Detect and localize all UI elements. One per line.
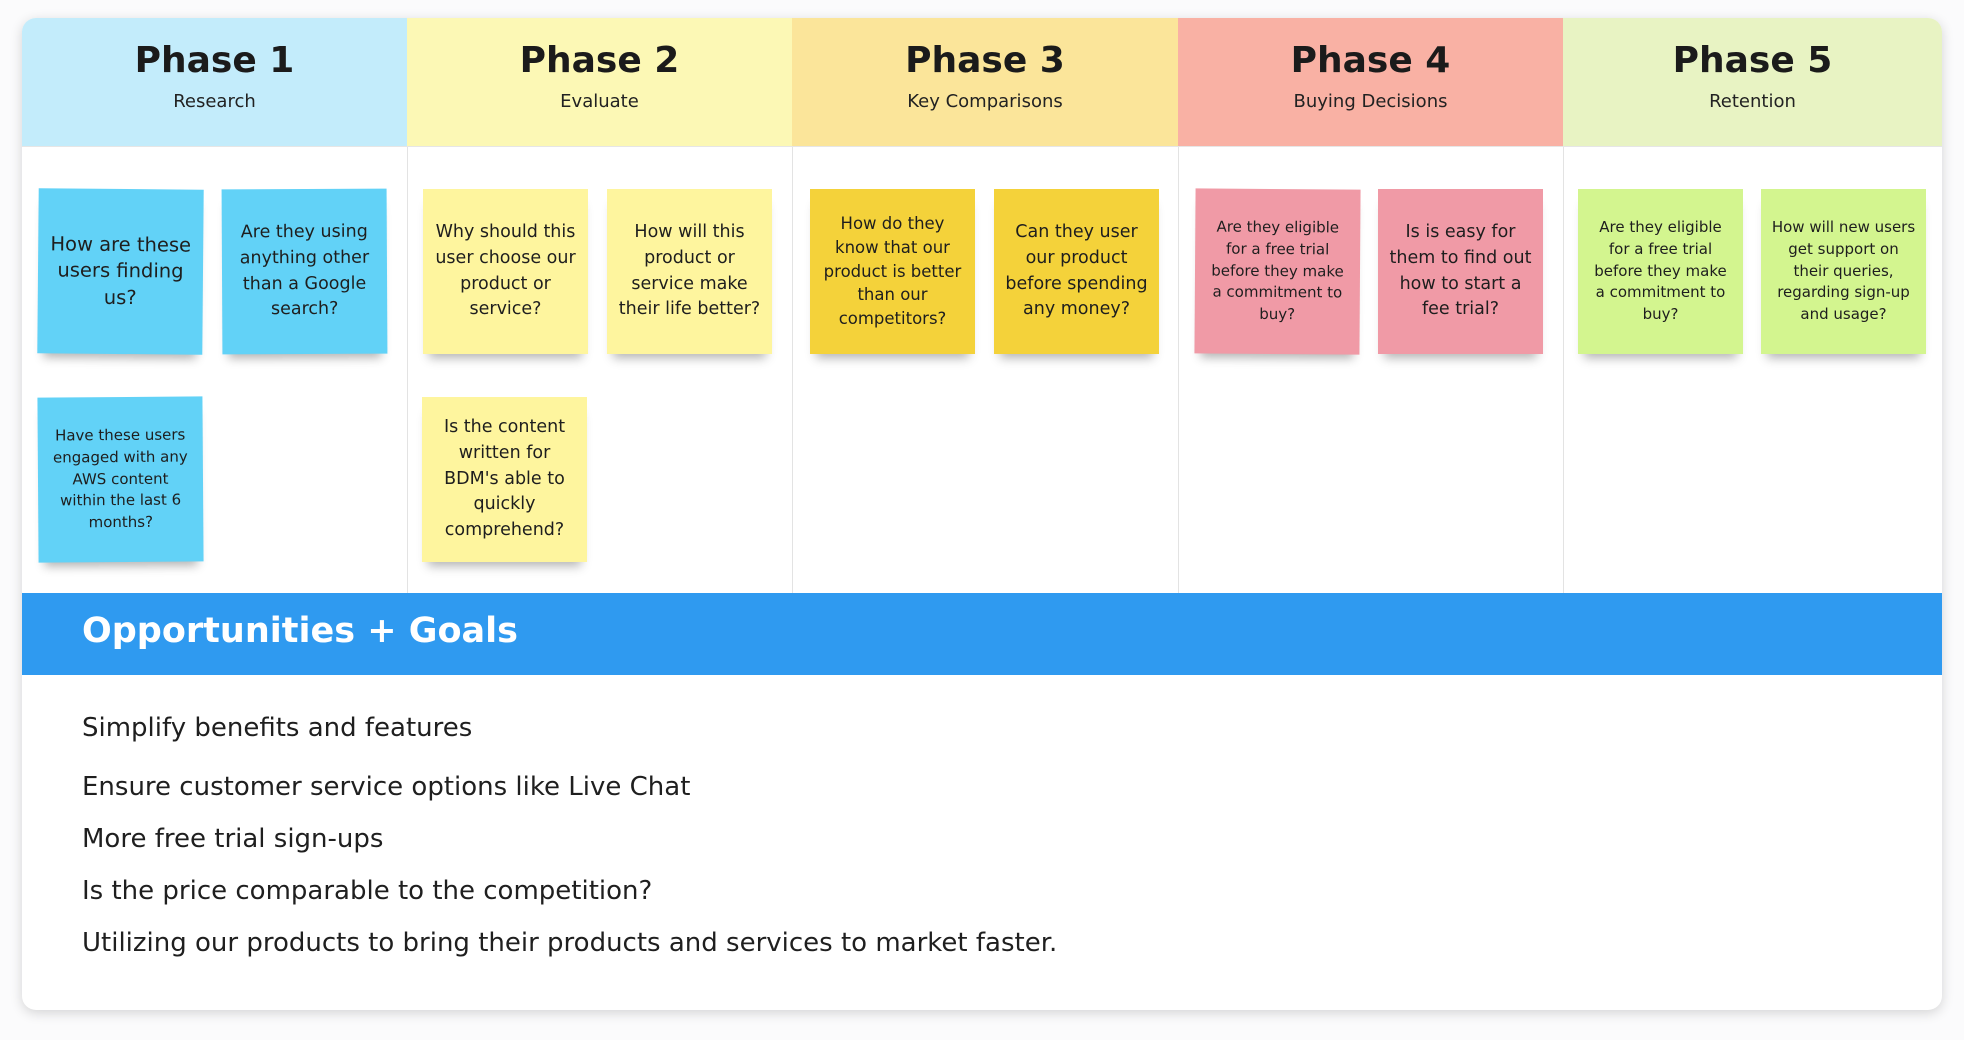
phase-header-1: Phase 1 Research (22, 18, 407, 147)
phase-column-2: Phase 2 Evaluate Why should this user ch… (407, 18, 793, 593)
goal-item: More free trial sign-ups (82, 824, 384, 854)
phase-subtitle: Evaluate (560, 91, 639, 112)
phase-subtitle: Key Comparisons (907, 91, 1063, 112)
phase-subtitle: Research (173, 91, 256, 112)
opportunities-header: Opportunities + Goals (22, 593, 1942, 675)
phase-column-4: Phase 4 Buying Decisions Are they eligib… (1178, 18, 1564, 593)
sticky-note[interactable]: Are they eligible for a free trial befor… (1194, 188, 1361, 355)
phase-header-4: Phase 4 Buying Decisions (1178, 18, 1563, 147)
phase-title: Phase 2 (519, 40, 680, 81)
sticky-note[interactable]: Is is easy for them to find out how to s… (1378, 189, 1543, 354)
sticky-note[interactable]: How do they know that our product is bet… (810, 189, 975, 354)
goal-item: Simplify benefits and features (82, 713, 473, 743)
phase-header-2: Phase 2 Evaluate (407, 18, 792, 147)
sticky-note[interactable]: Are they using anything other than a Goo… (221, 188, 388, 355)
sticky-note[interactable]: Have these users engaged with any AWS co… (37, 396, 204, 563)
goal-item: Ensure customer service options like Liv… (82, 772, 691, 802)
sticky-note[interactable]: Are they eligible for a free trial befor… (1578, 189, 1743, 354)
phase-column-3: Phase 3 Key Comparisons How do they know… (792, 18, 1179, 593)
sticky-note[interactable]: How are these users finding us? (37, 188, 204, 355)
sticky-note[interactable]: Is the content written for BDM's able to… (422, 397, 587, 562)
goal-item: Is the price comparable to the competiti… (82, 876, 653, 906)
sticky-note[interactable]: Why should this user choose our product … (423, 189, 588, 354)
phase-column-1: Phase 1 Research How are these users fin… (22, 18, 408, 593)
sticky-note[interactable]: How will new users get support on their … (1761, 189, 1926, 354)
sticky-note[interactable]: How will this product or service make th… (607, 189, 772, 354)
phase-subtitle: Retention (1709, 91, 1796, 112)
phase-title: Phase 4 (1290, 40, 1451, 81)
phase-title: Phase 1 (134, 40, 295, 81)
phase-header-3: Phase 3 Key Comparisons (792, 18, 1178, 147)
opportunities-title: Opportunities + Goals (82, 611, 518, 651)
phase-column-5: Phase 5 Retention Are they eligible for … (1563, 18, 1942, 593)
phase-title: Phase 3 (905, 40, 1065, 81)
goal-item: Utilizing our products to bring their pr… (82, 928, 1058, 958)
phase-title: Phase 5 (1672, 40, 1833, 81)
phase-subtitle: Buying Decisions (1293, 91, 1448, 112)
phase-header-5: Phase 5 Retention (1563, 18, 1942, 147)
sticky-note[interactable]: Can they user our product before spendin… (994, 189, 1159, 354)
journey-board: Phase 1 Research How are these users fin… (22, 18, 1942, 1010)
